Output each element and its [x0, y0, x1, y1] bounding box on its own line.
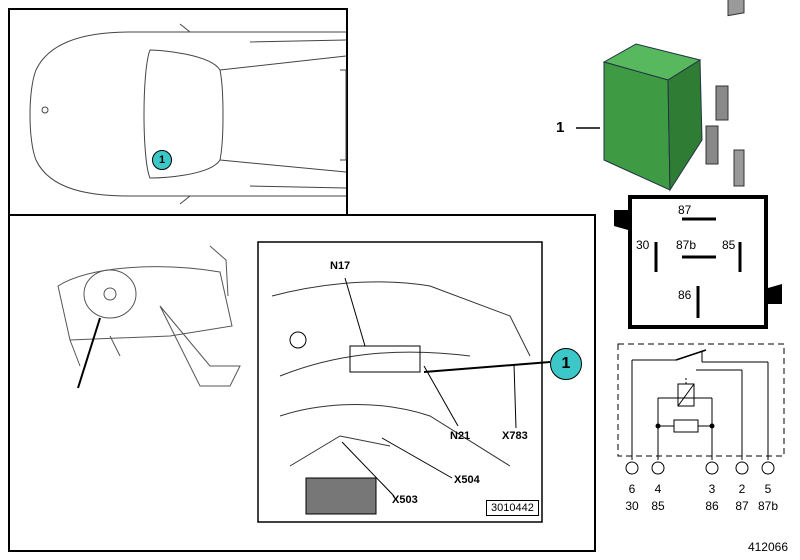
- label-x783: X783: [502, 430, 528, 442]
- relay-part-number: 1: [556, 119, 565, 136]
- terminal-86-label: 86: [678, 288, 692, 302]
- pin-terminal: 30: [625, 499, 639, 513]
- label-n17: N17: [330, 260, 351, 272]
- terminal-30-label: 30: [636, 238, 650, 252]
- label-x504: X504: [454, 474, 480, 486]
- pin-number: 5: [764, 482, 772, 496]
- terminal-87-label: 87: [678, 203, 692, 217]
- pin-number: 6: [628, 482, 636, 496]
- installation-detail-panel: N17 N21 X783 X504 X503 3010442 1: [8, 214, 596, 552]
- label-x503: X503: [392, 494, 418, 506]
- pin-number: 3: [708, 482, 716, 496]
- terminal-87b-label: 87b: [676, 238, 697, 252]
- pin-terminal: 87b: [757, 499, 779, 513]
- car-callout-1: 1: [152, 150, 172, 170]
- label-n21: N21: [450, 430, 471, 442]
- diagram-reference-number: 412066: [747, 540, 788, 554]
- pin-terminal: 86: [705, 499, 719, 513]
- pin-number: 2: [738, 482, 746, 496]
- pin-terminal: 87: [735, 499, 749, 513]
- pin-terminal: 85: [651, 499, 665, 513]
- terminal-85-label: 85: [722, 238, 736, 252]
- dashboard-sketch: [57, 241, 551, 523]
- car-outline-drawing: [29, 23, 347, 205]
- car-location-panel: 1: [8, 8, 348, 216]
- detail-callout-1: 1: [550, 348, 582, 380]
- image-number-box: 3010442: [486, 500, 539, 516]
- pin-number: 4: [654, 482, 662, 496]
